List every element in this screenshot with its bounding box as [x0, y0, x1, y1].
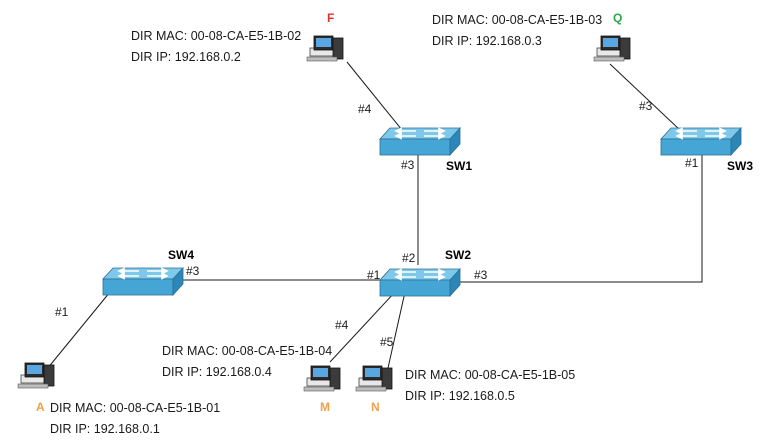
switch-sw1[interactable]: SW1	[379, 127, 472, 173]
network-switch-icon	[102, 267, 184, 296]
port-label: #3	[474, 268, 488, 282]
host-info-a: DIR MAC: 00-08-CA-E5-1B-01 DIR IP: 192.1…	[50, 398, 220, 440]
network-switch-icon	[660, 127, 742, 156]
link-sw2-m	[329, 291, 396, 363]
mac-address: DIR MAC: 00-08-CA-E5-1B-01	[50, 401, 221, 415]
network-switch-icon	[379, 127, 461, 156]
ip-address: DIR IP: 192.168.0.4	[162, 365, 272, 379]
port-label: #4	[335, 318, 349, 332]
host-letter-a: A	[36, 400, 45, 414]
port-label: #2	[402, 251, 416, 265]
links	[46, 61, 703, 370]
port-label: #5	[380, 335, 394, 349]
network-switch-icon	[379, 268, 461, 297]
link-sw3-q	[609, 63, 681, 131]
switch-label: SW4	[168, 248, 194, 262]
host-letter-m: M	[320, 400, 330, 414]
host-info-n: DIR MAC: 00-08-CA-E5-1B-05 DIR IP: 192.1…	[405, 365, 575, 407]
ip-address: DIR IP: 192.168.0.1	[50, 422, 160, 436]
port-label: #4	[358, 102, 372, 116]
link-sw2-n	[387, 291, 406, 369]
port-label: #3	[639, 99, 653, 113]
ip-address: DIR IP: 192.168.0.2	[131, 50, 241, 64]
mac-address: DIR MAC: 00-08-CA-E5-1B-04	[162, 344, 333, 358]
switch-label: SW1	[446, 159, 472, 173]
host-info-q: DIR MAC: 00-08-CA-E5-1B-03 DIR IP: 192.1…	[432, 10, 602, 52]
host-info-f: DIR MAC: 00-08-CA-E5-1B-02 DIR IP: 192.1…	[131, 26, 301, 68]
port-label: #3	[186, 264, 200, 278]
port-label: #3	[401, 158, 415, 172]
mac-address: DIR MAC: 00-08-CA-E5-1B-05	[405, 368, 576, 382]
host-letter-q: Q	[613, 11, 622, 25]
mac-address: DIR MAC: 00-08-CA-E5-1B-02	[131, 29, 302, 43]
desktop-computer-icon[interactable]	[355, 365, 393, 392]
ip-address: DIR IP: 192.168.0.3	[432, 34, 542, 48]
switch-label: SW3	[727, 159, 753, 173]
ip-address: DIR IP: 192.168.0.5	[405, 389, 515, 403]
link-sw1-f	[346, 61, 403, 131]
link-sw4-a	[46, 291, 111, 370]
port-label: #1	[685, 156, 699, 170]
host-letter-n: N	[371, 400, 380, 414]
switch-sw2[interactable]: SW2	[379, 248, 471, 297]
switch-sw4[interactable]: SW4	[102, 248, 194, 296]
host-info-m: DIR MAC: 00-08-CA-E5-1B-04 DIR IP: 192.1…	[162, 341, 332, 383]
desktop-computer-icon[interactable]	[17, 362, 55, 389]
switch-sw3[interactable]: SW3	[660, 127, 753, 173]
port-label: #1	[367, 268, 381, 282]
port-label: #1	[55, 305, 69, 319]
desktop-computer-icon[interactable]	[306, 35, 344, 62]
switch-label: SW2	[445, 248, 471, 262]
mac-address: DIR MAC: 00-08-CA-E5-1B-03	[432, 13, 603, 27]
link-sw2-sw3	[445, 150, 703, 283]
host-letter-f: F	[327, 11, 334, 25]
